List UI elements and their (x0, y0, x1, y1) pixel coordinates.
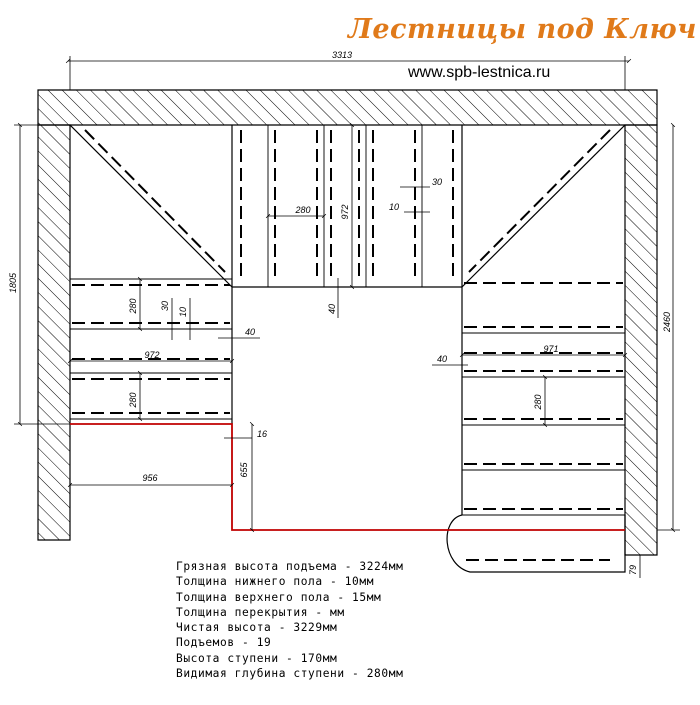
dim-left-gap-40: 40 (245, 327, 255, 337)
spec-line: Толщина нижнего пола - 10мм (176, 575, 375, 589)
dim-right-tread: 280 (533, 394, 543, 410)
spec-line: Видимая глубина ступени - 280мм (176, 667, 404, 681)
walls (37, 89, 658, 556)
dim-opening-655: 655 (239, 462, 249, 478)
right-flight (446, 282, 626, 573)
wall-top (37, 89, 658, 126)
dim-right-height: 2460 (662, 312, 672, 333)
spec-line: Чистая высота - 3229мм (176, 621, 338, 635)
spec-line: Толщина верхнего пола - 15мм (176, 590, 382, 604)
dim-left-width: 972 (144, 350, 159, 360)
website-url: www.spb-lestnica.ru (408, 64, 551, 81)
bottom-step (446, 514, 626, 573)
dim-left-gap-30: 30 (160, 301, 170, 311)
upper-flight (231, 125, 463, 288)
dimension-labels: 3313 1805 2460 280 972 30 10 40 280 30 1… (8, 50, 672, 575)
dim-gap-79: 79 (628, 565, 638, 575)
dim-upper-gap-30: 30 (432, 177, 442, 187)
spec-list: Грязная высота подъема - 3224мм Толщина … (176, 559, 403, 681)
spec-line: Грязная высота подъема - 3224мм (176, 560, 404, 573)
dim-upper-tread: 280 (294, 205, 310, 215)
winder-steps (69, 124, 626, 288)
dim-gap-16: 16 (257, 429, 267, 439)
dim-right-width: 971 (543, 344, 558, 354)
stairwell-opening (70, 423, 625, 531)
spec-line: Толщина перекрытия - мм (176, 605, 345, 619)
dim-upper-gap-10: 10 (389, 202, 399, 212)
wall-left (37, 124, 71, 541)
dim-left-tread-1: 280 (128, 298, 138, 314)
dim-right-gap-40: 40 (437, 354, 447, 364)
spec-line: Подъемов - 19 (176, 636, 272, 650)
dim-width-956: 956 (142, 473, 157, 483)
wall-right (624, 124, 658, 556)
dim-left-gap-10: 10 (178, 307, 188, 317)
dim-overall-width: 3313 (332, 50, 352, 60)
dim-upper-length: 972 (340, 204, 350, 219)
brand-title: Лестницы под Ключ (348, 14, 697, 45)
dim-left-height: 1805 (8, 272, 18, 293)
dim-left-tread-2: 280 (128, 392, 138, 408)
dimension-lines (14, 56, 680, 578)
spec-line: Высота ступени - 170мм (176, 651, 338, 665)
dim-center-gap-40: 40 (327, 304, 337, 314)
